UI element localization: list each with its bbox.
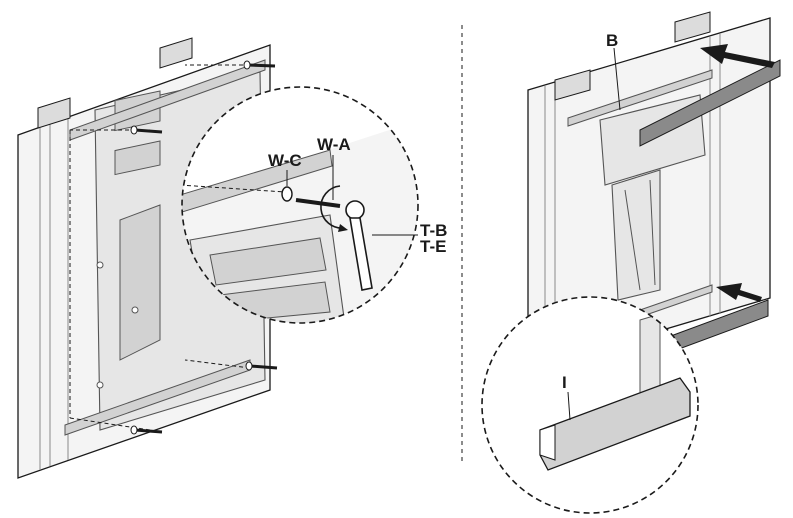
push-arrow-icon xyxy=(700,44,775,68)
bolt xyxy=(295,198,341,208)
label-tool-b: T-B xyxy=(420,221,447,240)
left-step-illustration: W-C W-A T-B T-E xyxy=(17,37,447,479)
top-rail xyxy=(69,59,266,141)
label-bracket-b: B xyxy=(606,31,618,50)
detail-zoom-right xyxy=(481,296,699,514)
washer xyxy=(281,186,293,202)
wall-stud-block xyxy=(37,37,193,129)
wall-stud-block xyxy=(554,11,711,101)
screw-icon xyxy=(243,60,276,70)
screw-icon xyxy=(130,125,163,135)
top-bracket xyxy=(567,69,713,127)
label-washer-c: W-C xyxy=(268,151,302,170)
push-arrow-icon xyxy=(716,283,762,302)
right-step-illustration: B I xyxy=(481,11,781,514)
label-tool-e: T-E xyxy=(420,237,446,256)
rotation-arrow-icon xyxy=(320,185,345,229)
side-rail-top xyxy=(639,59,781,147)
label-washer-a: W-A xyxy=(317,135,351,154)
screw-icon xyxy=(130,425,163,435)
wrench-icon xyxy=(345,200,373,291)
label-cover-i: I xyxy=(562,373,567,392)
screw-icon xyxy=(245,361,278,371)
